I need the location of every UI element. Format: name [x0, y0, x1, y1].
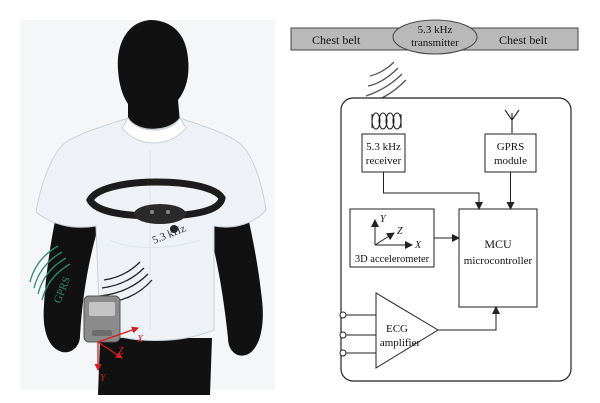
receiver-label-2: receiver: [366, 155, 402, 167]
belt-transmitter-pod: [134, 204, 186, 224]
axis-z-label: Z: [118, 346, 124, 357]
gprs-label-1: GPRS: [497, 141, 525, 153]
belt-right-label: Chest belt: [499, 33, 548, 47]
head-silhouette: [117, 20, 189, 130]
antenna-icon: [504, 109, 520, 133]
transmitter-label-2: transmitter: [411, 37, 459, 49]
mcu-label-2: microcontroller: [464, 255, 533, 267]
axis-x-line: [97, 326, 139, 343]
accelerometer-axes: [371, 219, 413, 249]
pod-snap: [166, 210, 170, 214]
gprs-box: [484, 133, 537, 173]
accel-x-label: X: [414, 240, 422, 251]
receiver-box: [361, 133, 406, 173]
ecg-amplifier-triangle: [375, 292, 439, 369]
receiver-to-mcu-arrow: [383, 172, 483, 210]
mcu-box: [458, 208, 538, 308]
belt-left-label: Chest belt: [312, 33, 361, 47]
coil-icon: [371, 112, 402, 130]
shirt-fold: [109, 239, 201, 248]
khz-waves: [99, 261, 153, 305]
device-axes: X Y Z: [94, 326, 144, 384]
electrode-terminal: [339, 331, 347, 339]
chest-belt: [86, 178, 226, 220]
accelerometer-label: 3D accelerometer: [355, 254, 430, 265]
collar: [121, 116, 187, 144]
transmitter-waves: [365, 61, 407, 105]
device-screen: [89, 302, 115, 316]
pod-button: [170, 225, 178, 233]
mcu-label-1: MCU: [484, 237, 512, 251]
axis-y-label: Y: [100, 373, 107, 384]
pod-snap: [150, 210, 154, 214]
accel-y-label: Y: [380, 214, 387, 225]
person-illustration: 5.3 kHz GPRS X Y Z: [20, 20, 275, 395]
axis-x-label: X: [136, 334, 144, 345]
electrode-terminal: [339, 349, 347, 357]
connection-arrows: [383, 172, 515, 331]
receiver-label-1: 5.3 kHz: [366, 141, 401, 153]
transmitter-ellipse: [392, 19, 478, 55]
left-arm-silhouette: [43, 190, 98, 353]
ecg-label-2: amplifier: [380, 337, 421, 349]
gprs-label-2: module: [494, 155, 527, 167]
right-arm-silhouette: [208, 185, 263, 356]
transmitter-label-1: 5.3 kHz: [418, 24, 453, 36]
electrode-terminal: [339, 311, 347, 319]
axis-z-line: [97, 341, 123, 359]
device-grip: [92, 330, 112, 336]
gprs-waves: [29, 245, 71, 301]
accel-z-label: Z: [397, 226, 403, 237]
legs-silhouette: [98, 338, 212, 395]
ecg-label-1: ECG: [386, 323, 408, 335]
shirt: [35, 117, 267, 341]
ecg-electrodes: [339, 311, 376, 357]
ecg-to-mcu-arrow: [438, 306, 500, 331]
block-diagram: Chest belt Chest belt 5.3 kHz transmitte…: [290, 19, 579, 382]
